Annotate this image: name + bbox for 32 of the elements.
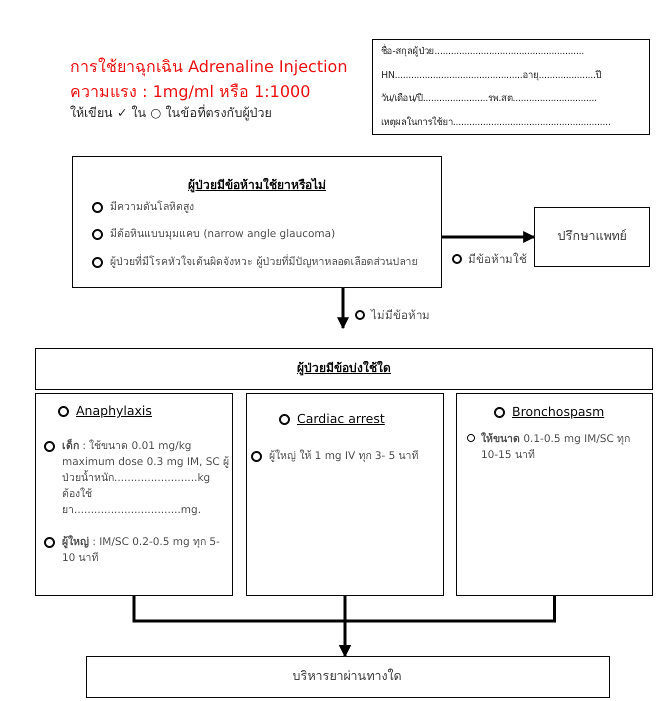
item-text: ผู้ป่วยที่มีโรคหัวใจเต้นผิดจังหวะ ผู้ป่วยที่มีปัญหาหลอดเลือดส่วนปลาย — [110, 254, 418, 270]
item-text: ให้ขนาด 0.1-0.5 mg IM/SC ทุก 10-15 นาที — [481, 431, 632, 463]
item-text: ผู้ใหญ่ ให้ 1 mg IV ทุก 3- 5 นาที — [269, 448, 420, 464]
item-text: มีต้อหินแบบมุมแคบ (narrow angle glaucoma) — [110, 227, 336, 242]
patient-info-box — [372, 39, 650, 135]
item-text: มีความดันโลหิตสูง — [110, 200, 195, 215]
box-text: บริหารยาผ่านทางใด — [292, 668, 402, 684]
form-field-line: วัน/เดือน/ปี........................รพ.สต............................... — [381, 92, 597, 106]
process-box — [86, 656, 610, 698]
heading-text: Anaphylaxis — [76, 403, 152, 419]
item-text: เด็ก : ใช้ขนาด 0.01 mg/kg maximum dose 0.3 mg IM, SC ผู้ป่วยน้ำหนัก.........................kg ต้องใช้ยา................................mg. — [62, 438, 230, 518]
title: การใช้ยาฉุกเฉิน Adrenaline Injection — [70, 56, 348, 78]
process-box — [534, 207, 650, 267]
process-box — [456, 393, 653, 596]
box-text: ปรึกษาแพทย์ — [556, 228, 628, 244]
process-box — [72, 156, 442, 288]
subtitle: ความแรง : 1mg/ml หรือ 1:1000 — [70, 81, 310, 103]
process-box — [246, 393, 444, 596]
heading-text: Bronchospasm — [512, 404, 604, 420]
process-box — [35, 393, 233, 596]
heading-text: ผู้ป่วยมีข้อบ่งใช้ใด — [296, 360, 392, 376]
instruction-text: ให้เขียน ✓ ใน ○ ในข้อที่ตรงกับผู้ป่วย — [70, 103, 272, 122]
form-field-line: ชื่อ-สกุลผู้ป่วย....................................................... — [381, 44, 584, 59]
arrow — [337, 288, 349, 330]
arrow — [339, 596, 556, 658]
form-field-line: HN...............................................อายุ.....................ปี — [381, 69, 602, 83]
form-field-line: เหตุผลในการใช้ยา.......................................................... — [381, 116, 611, 130]
arrow — [442, 231, 536, 243]
item-text: ผู้ใหญ่ : IM/SC 0.2-0.5 mg ทุก 5-10 นาที — [62, 534, 221, 566]
heading-text: Cardiac arrest — [297, 411, 385, 427]
process-box — [35, 348, 653, 390]
heading-text: ผู้ป่วยมีข้อห้ามใช้ยาหรือไม่ — [187, 177, 327, 193]
